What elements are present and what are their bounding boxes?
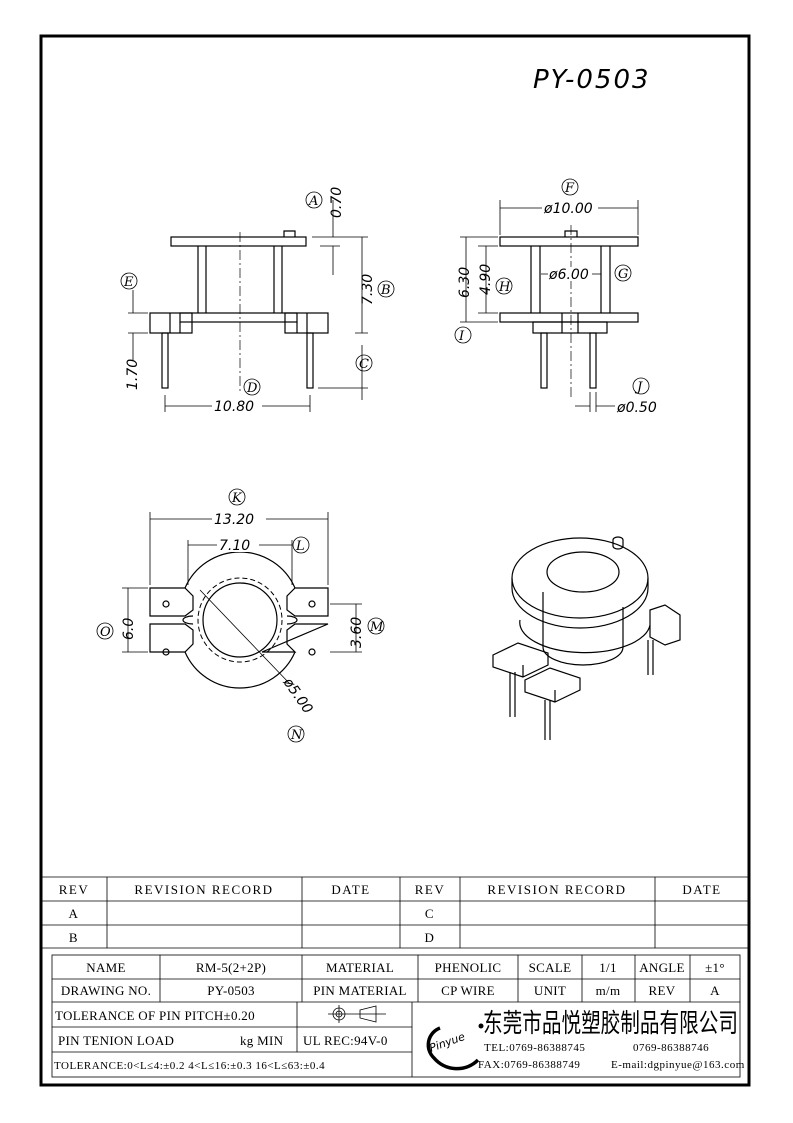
bottom-view: 13.20 7.10 6.0 3.60 ø5.00 [121,512,365,717]
dims-d730: 7.30 [360,274,376,305]
dims-d360: 3.60 [349,617,365,648]
front-view: 0.70 7.30 1.70 10.80 [125,187,376,415]
revision-table: REV REVISION RECORD DATE REV REVISION RE… [41,876,749,949]
revision_table-headers-3: REV [415,882,446,897]
title_block-name_value: RM-5(2+2P) [196,960,266,975]
dims-d170: 1.70 [125,359,141,390]
labels-B: B [380,283,391,298]
labels-N: N [290,728,303,743]
projection-symbol-icon [328,1005,386,1023]
title_block-name_label: NAME [86,960,125,975]
title_block-drawing_no_label: DRAWING NO. [61,983,151,998]
labels-E: E [123,275,134,290]
labels-K: K [231,491,243,506]
side-view: ø10.00 ø6.00 6.30 4.90 ø0.50 [457,200,657,416]
callout-labels: A B C D E F G H I J K L M N O [96,178,650,743]
labels-F: F [564,181,575,196]
dims-d070: 0.70 [329,187,345,218]
labels-D: D [246,381,258,396]
title_block-pin_pitch: TOLERANCE OF PIN PITCH±0.20 [55,1008,255,1023]
title_block-rev_value: A [710,983,720,998]
labels-G: G [618,267,628,282]
isometric-view [492,536,681,740]
title_block-tolerance: TOLERANCE:0<L≤4:±0.2 4<L≤16:±0.3 16<L≤63… [54,1060,325,1072]
drawing-title: PY-0503 [533,65,651,95]
revision_table-headers-4: REVISION RECORD [487,882,626,897]
labels-C: C [359,357,369,372]
labels-I: I [458,329,465,344]
title_block-pin_load_unit: kg MIN [240,1033,284,1048]
revision_table-rows-0-0: A [69,906,80,921]
revision_table-headers-1: REVISION RECORD [134,882,273,897]
dims-d490: 4.90 [478,264,494,295]
revision_table-rows-1-0: B [69,930,79,945]
title_block-material_value: PHENOLIC [435,960,502,975]
revision_table-headers-0: REV [59,882,90,897]
revision_table-rows-0-3: C [425,906,435,921]
revision_table-rows-1-3: D [425,930,436,945]
title_block-pin_material_label: PIN MATERIAL [313,983,407,998]
labels-O: O [100,625,111,640]
title_block-angle_value: ±1° [705,960,725,975]
labels-A: A [308,194,318,209]
title_block-angle_label: ANGLE [639,960,685,975]
dims-d500: ø5.00 [279,674,316,717]
dims-d1320: 13.20 [214,512,254,528]
dims-d60: 6.0 [121,618,137,640]
drawing-frame [39,34,751,1087]
company-fax: FAX:0769-86388749 [478,1059,580,1071]
title_block-material_label: MATERIAL [326,960,394,975]
title-block: NAME RM-5(2+2P) MATERIAL PHENOLIC SCALE … [51,954,745,1078]
dims-d630: 6.30 [457,267,473,298]
company-name_cn: 东莞市品悦塑胶制品有限公司 [483,1009,738,1039]
revision_table-headers-5: DATE [682,882,721,897]
company-tel: TEL:0769-86388745 [484,1042,585,1054]
company-email: E-mail:dgpinyue@163.com [611,1059,745,1071]
dims-d050: ø0.50 [616,400,657,416]
labels-L: L [295,539,305,554]
title_block-unit_label: UNIT [534,983,566,998]
company-tel2: 0769-86388746 [633,1042,709,1054]
title_block-ul: UL REC:94V-0 [303,1033,388,1048]
dims-d1080: 10.80 [214,399,254,415]
title_block-scale_value: 1/1 [599,960,617,975]
labels-H: H [498,280,511,295]
title_block-scale_label: SCALE [529,960,572,975]
revision_table-headers-2: DATE [331,882,370,897]
title_block-unit_value: m/m [596,983,621,998]
dims-d710: 7.10 [219,538,250,554]
title_block-pin_load_label: PIN TENION LOAD [58,1033,174,1048]
title_block-drawing_no_value: PY-0503 [207,983,255,998]
company-logo: Pinyue [426,1023,484,1071]
title_block-rev_label: REV [649,983,676,998]
labels-M: M [369,620,384,635]
dims-d1000: ø10.00 [543,201,593,217]
labels-J: J [634,380,643,395]
dims-d600: ø6.00 [548,267,589,283]
title_block-pin_material_value: CP WIRE [441,983,495,998]
